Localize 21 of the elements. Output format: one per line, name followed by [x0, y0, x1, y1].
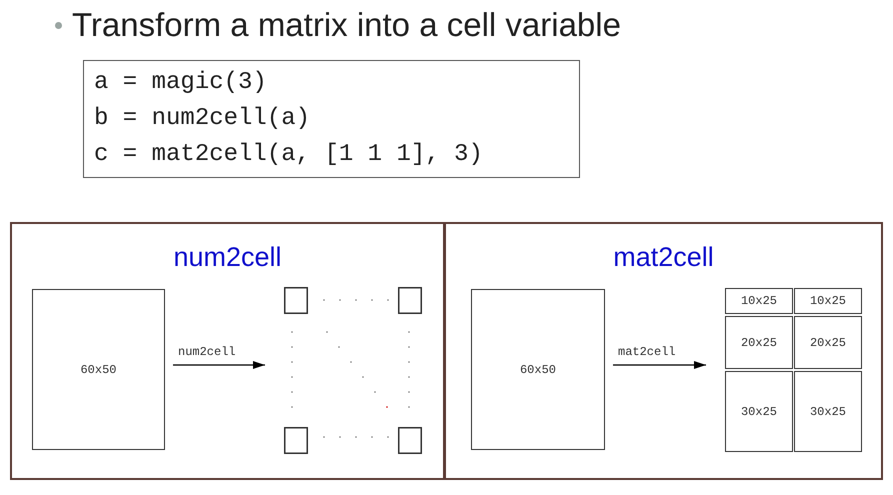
panel-heading: num2cell — [172, 242, 283, 273]
matrix-box: 60x50 — [471, 289, 605, 450]
cell-box: 30x25 — [794, 371, 862, 452]
code-line: b = num2cell(a) — [94, 104, 312, 134]
arrow — [613, 361, 706, 369]
code-line: c = mat2cell(a, [1 1 1], 3) — [94, 140, 484, 170]
cell-box: 30x25 — [725, 371, 793, 452]
panel — [10, 222, 445, 480]
cell-box: 10x25 — [794, 288, 862, 314]
cell-grid — [725, 288, 862, 452]
cell-box: 10x25 — [725, 288, 793, 314]
code-box — [83, 60, 580, 178]
panel — [444, 222, 883, 480]
matrix-box: 60x50 — [32, 289, 165, 450]
code-line: a = magic(3) — [94, 68, 268, 98]
cell-array-drawing — [284, 287, 422, 454]
cell-box: 20x25 — [794, 316, 862, 369]
slide-title: Transform a matrix into a cell variable — [72, 5, 621, 45]
arrow — [173, 361, 265, 369]
panel-heading: mat2cell — [612, 242, 715, 273]
cell-box: 20x25 — [725, 316, 793, 369]
